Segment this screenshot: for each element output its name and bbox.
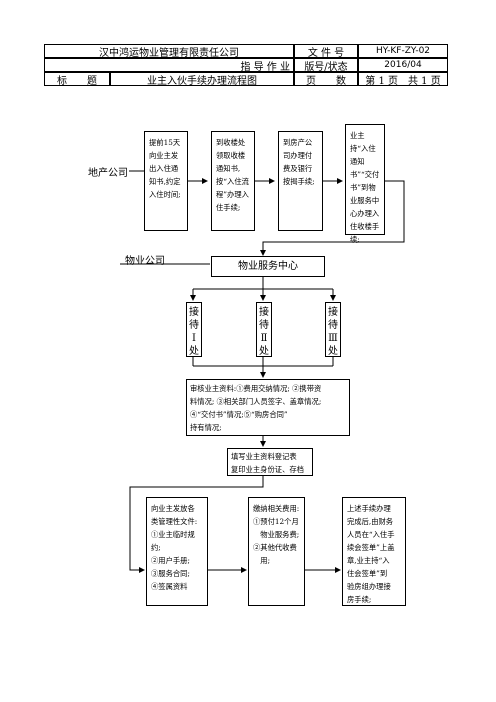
file-number: HY-KF-ZY-02 xyxy=(358,44,448,58)
final-3-line-3: 人员在“入住手 xyxy=(347,530,395,539)
reception-2-char-2: 待 xyxy=(259,320,269,331)
version-value: 2016/04 xyxy=(358,58,448,72)
final-2-line-2: ①预付12个月 xyxy=(253,517,299,526)
final-1-line-2: 类管理性文件: xyxy=(151,517,198,526)
reception-2-char-4: 处 xyxy=(259,346,269,357)
review-line-2: 料情况; ③相关部门人员签字、盖章情况; xyxy=(190,397,322,406)
document-type: 指 导 作 业 xyxy=(44,58,294,73)
final-step-fees: 缴纳相关费用: ①预付12个月 物业服务费; ②其他代收费 用; xyxy=(248,497,305,606)
final-1-line-6: ③服务合同; xyxy=(151,569,190,578)
reception-2-char-3: Ⅱ xyxy=(260,333,268,344)
final-3-line-7: 验房组办理接 xyxy=(347,582,391,591)
reception-3: 接 待 Ⅲ 处 xyxy=(325,302,341,357)
reception-2: 接 待 Ⅱ 处 xyxy=(256,302,272,357)
reception-1-char-3: Ⅰ xyxy=(192,333,196,344)
arrow-to-final-step-1 xyxy=(129,476,264,573)
developer-step-2-text: 到收楼处领取收楼通知书,按“入住流程”办理入住手续; xyxy=(216,138,249,212)
version-label: 版号/状态 xyxy=(294,58,358,73)
final-3-line-1: 上述手续办理 xyxy=(347,504,391,513)
developer-step-1: 提前15天向业主发出入住通知书,约定入住时间; xyxy=(144,131,188,231)
final-2-line-5: 用; xyxy=(253,556,271,565)
final-1-line-4: 约; xyxy=(151,543,161,552)
company-name: 汉中鸿运物业管理有限责任公司 xyxy=(44,44,294,59)
review-line-4: 持有情况; xyxy=(190,423,222,432)
final-2-line-4: ②其他代收费 xyxy=(253,543,297,552)
final-1-line-3: ①业主临时规 xyxy=(151,530,195,539)
final-3-line-6: 住会签单”到 xyxy=(347,569,388,578)
review-line-1: 审核业主资料:①费用交纳情况; ②携带资 xyxy=(190,384,322,393)
reception-3-char-2: 待 xyxy=(328,320,338,331)
final-3-line-2: 完成后,由财务 xyxy=(347,517,394,526)
developer-step-1-text: 提前15天向业主发出入住通知书,约定入住时间; xyxy=(149,138,181,199)
reception-1-char-2: 待 xyxy=(189,320,199,331)
developer-step-3-text: 到房产公司办理付费及银行按揭手续; xyxy=(283,138,315,186)
developer-step-4: 业主持“入住通知书”“交付书”到物业服务中心办理入住收楼手续; xyxy=(345,124,385,244)
final-3-line-4: 续会签单”上盖 xyxy=(347,543,395,552)
document-title: 业主入伙手续办理流程图 xyxy=(110,72,294,87)
reception-3-char-3: Ⅲ xyxy=(328,333,338,344)
review-box: 审核业主资料:①费用交纳情况; ②携带资 料情况; ③相关部门人员签字、盖章情况… xyxy=(186,379,350,436)
developer-step-2: 到收楼处领取收楼通知书,按“入住流程”办理入住手续; xyxy=(211,131,255,231)
reception-2-char-1: 接 xyxy=(259,307,269,318)
page-count: 第 1 页 共 1 页 xyxy=(358,72,448,87)
final-2-line-3: 物业服务费; xyxy=(253,530,300,539)
final-step-handover: 上述手续办理 完成后,由财务 人员在“入住手 续会签单”上盖 章,业主持“入 住… xyxy=(342,497,406,606)
page-count-label: 页 数 xyxy=(294,72,358,87)
reception-1-char-1: 接 xyxy=(189,307,199,318)
final-1-line-7: ④签属资料 xyxy=(151,582,188,591)
register-box: 填写业主资料登记表 复印业主身份证、存档 xyxy=(227,448,313,476)
developer-label: 地产公司 xyxy=(88,168,128,179)
final-1-line-5: ②用户手册; xyxy=(151,556,190,565)
reception-1: 接 待 Ⅰ 处 xyxy=(186,302,202,357)
register-line-2: 复印业主身份证、存档 xyxy=(231,465,304,474)
final-step-documents: 向业主发放各 类管理性文件: ①业主临时规 约; ②用户手册; ③服务合同; ④… xyxy=(146,497,208,606)
register-line-1: 填写业主资料登记表 xyxy=(231,452,297,461)
service-center-box: 物业服务中心 xyxy=(211,256,325,277)
arrow-to-service-center xyxy=(260,180,405,256)
final-1-line-1: 向业主发放各 xyxy=(151,504,195,513)
developer-step-3: 到房产公司办理付费及银行按揭手续; xyxy=(278,131,323,231)
final-3-line-5: 章,业主持“入 xyxy=(347,556,390,565)
final-2-line-1: 缴纳相关费用: xyxy=(253,504,300,513)
reception-3-char-4: 处 xyxy=(328,346,338,357)
final-3-line-8: 房手续; xyxy=(347,595,372,604)
reception-1-char-4: 处 xyxy=(189,346,199,357)
review-line-3: ④“交付书”情况;⑤“购房合同” xyxy=(190,410,288,419)
file-number-label: 文 件 号 xyxy=(294,44,358,59)
reception-3-char-1: 接 xyxy=(328,307,338,318)
service-center-label: 物业服务中心 xyxy=(238,261,298,272)
developer-step-4-text: 业主持“入住通知书”“交付书”到物业服务中心办理入住收楼手续; xyxy=(350,131,380,244)
property-label: 物业公司 xyxy=(125,256,165,267)
title-label: 标 题 xyxy=(44,72,110,87)
